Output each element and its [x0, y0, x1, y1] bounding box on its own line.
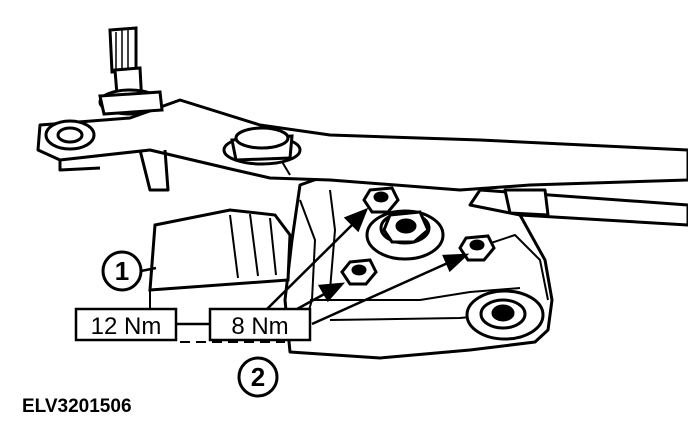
- spindle-nut: [365, 209, 445, 261]
- svg-text:2: 2: [251, 362, 265, 392]
- bolt-middle: [340, 258, 378, 286]
- pivot-cap: [222, 126, 302, 166]
- reference-code: ELV3201506: [22, 396, 132, 417]
- wiper-motor: [148, 208, 292, 315]
- torque-arrows: [261, 207, 470, 326]
- callout-1: 1: [101, 250, 157, 292]
- svg-text:8 Nm: 8 Nm: [231, 313, 288, 340]
- bolt-upper: [362, 186, 400, 214]
- callout-2: 2: [237, 356, 279, 398]
- wiper-spindle: [98, 26, 164, 116]
- svg-text:1: 1: [115, 256, 129, 286]
- torque-label-8nm: 8 Nm: [208, 307, 312, 342]
- svg-text:12 Nm: 12 Nm: [91, 313, 162, 340]
- linkage-arm: [36, 98, 688, 227]
- torque-label-12nm: 12 Nm: [74, 307, 178, 342]
